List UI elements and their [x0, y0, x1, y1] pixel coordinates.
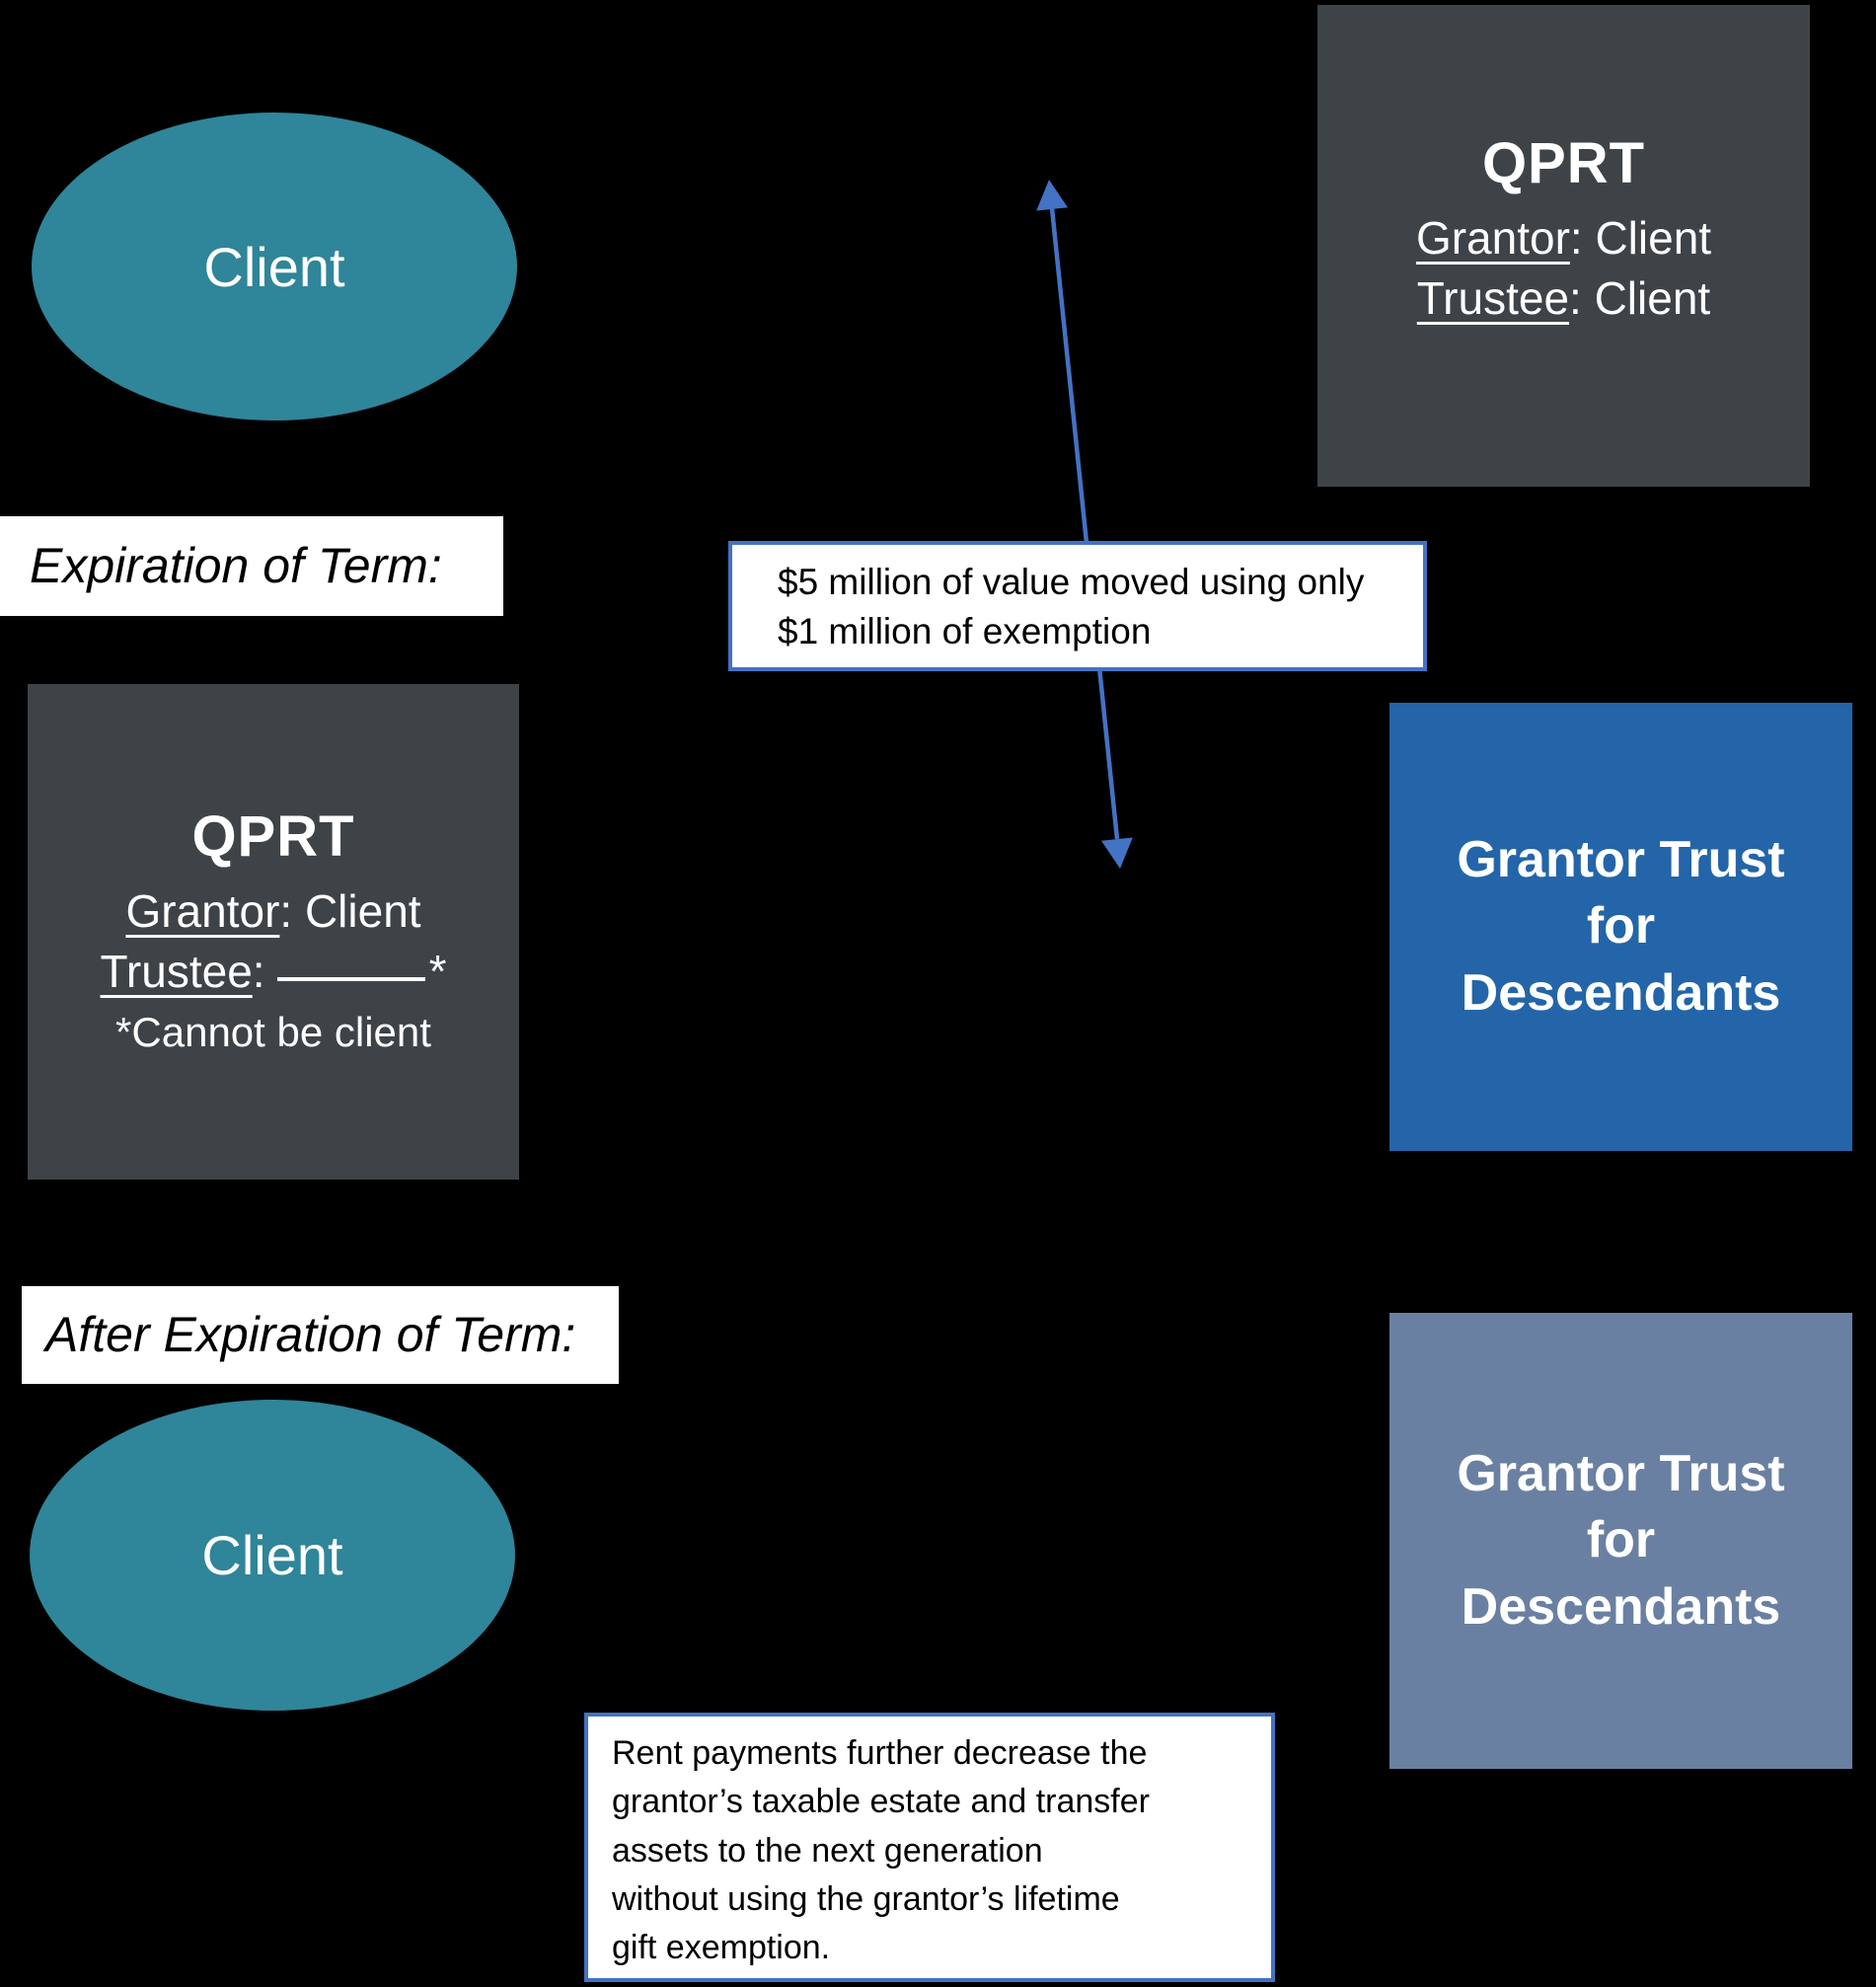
rent-payments-callout: Rent payments further decrease the grant… [584, 1713, 1275, 1982]
trustee-term: Trustee [100, 946, 253, 998]
qprt-box-during-term: QPRT Grantor: Client Trustee: Client [1317, 5, 1810, 487]
grantor-value: : Client [1569, 211, 1712, 264]
exemption-callout: $5 million of value moved using only $1 … [728, 541, 1427, 671]
trustee-value: : Client [1569, 271, 1711, 324]
grantor-value: : Client [279, 885, 421, 938]
section-label-after-expiration: After Expiration of Term: [22, 1286, 620, 1384]
arrowhead-up-icon [1036, 180, 1068, 211]
trustee-line: Trustee: Client [1417, 268, 1710, 329]
qprt-footnote: *Cannot be client [115, 1008, 431, 1055]
qprt-box-expiration: QPRT Grantor: Client Trustee: * *Cannot b… [28, 684, 519, 1180]
trustee-term: Trustee [1416, 271, 1570, 324]
client-ellipse-bottom: Client [30, 1400, 515, 1711]
grantor-term: Grantor [1415, 211, 1570, 264]
trustee-blank-line [276, 971, 425, 982]
arrowhead-down-icon [1101, 837, 1133, 869]
grantor-line: Grantor: Client [1416, 208, 1711, 268]
grantor-trust-box-after: Grantor Trust for Descendants [1389, 1313, 1852, 1769]
client-label-bottom: Client [201, 1524, 343, 1586]
client-label-top: Client [203, 235, 345, 298]
qprt-title: QPRT [1481, 130, 1646, 195]
footnote-asterisk: * [428, 946, 447, 998]
qprt-title: QPRT [191, 804, 355, 870]
client-ellipse-top: Client [32, 113, 517, 420]
grantor-line: Grantor: Client [125, 881, 420, 942]
trustee-line: Trustee: * [101, 942, 447, 1002]
trustee-colon: : [252, 946, 265, 998]
arrow-shaft [1049, 207, 1120, 840]
grantor-trust-box-during: Grantor Trust for Descendants [1389, 703, 1852, 1151]
section-label-expiration: Expiration of Term: [0, 516, 503, 616]
grantor-term: Grantor [125, 885, 280, 938]
